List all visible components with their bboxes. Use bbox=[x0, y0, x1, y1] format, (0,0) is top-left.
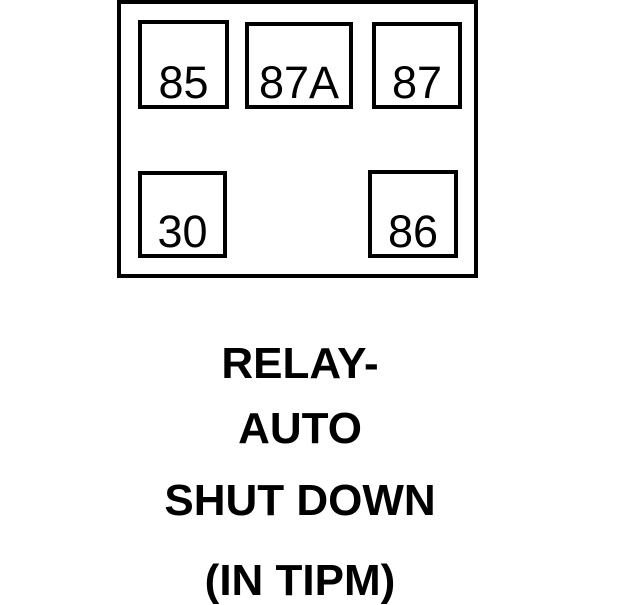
relay-pin-87: 87 bbox=[372, 22, 462, 109]
relay-pin-86: 86 bbox=[368, 170, 458, 258]
pin-label-30: 30 bbox=[157, 206, 208, 257]
caption-line-auto: AUTO bbox=[238, 404, 362, 453]
pin-label-86: 86 bbox=[387, 206, 439, 257]
pin-label-85: 85 bbox=[158, 57, 209, 108]
relay-body-outline: 85 87A 87 30 86 bbox=[117, 0, 478, 278]
pin-label-87a: 87A bbox=[258, 57, 340, 108]
caption-line-relay: RELAY- bbox=[221, 339, 379, 388]
pin-label-87: 87 bbox=[391, 57, 443, 108]
caption-line-in-tipm: (IN TIPM) bbox=[204, 556, 396, 605]
relay-pin-87a: 87A bbox=[245, 22, 353, 109]
relay-pin-30: 30 bbox=[138, 171, 227, 258]
relay-pin-85: 85 bbox=[138, 20, 229, 109]
caption-line-shut-down: SHUT DOWN bbox=[164, 476, 436, 525]
